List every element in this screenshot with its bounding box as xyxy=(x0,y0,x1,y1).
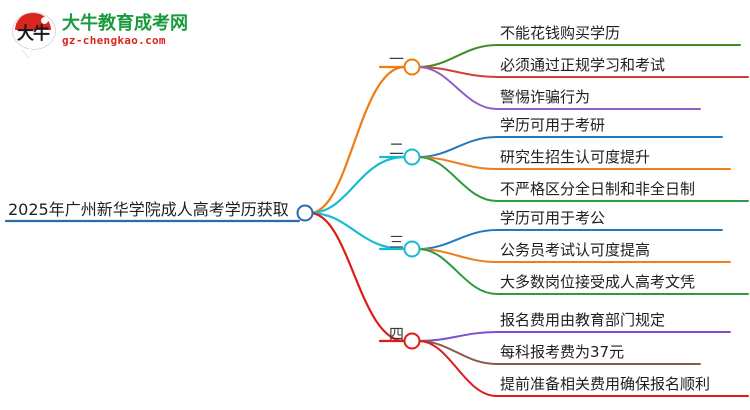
branch-curve xyxy=(417,156,731,170)
branch-curve xyxy=(308,211,406,251)
leaf-label-4-3: 提前准备相关费用确保报名顺利 xyxy=(500,375,711,393)
leaf-label-1-2: 必须通过正规学习和考试 xyxy=(500,56,666,74)
leaf-label-2-2: 研究生招生认可度提升 xyxy=(500,148,651,166)
leaf-label-4-1: 报名费用由教育部门规定 xyxy=(500,311,666,329)
red-arc-shape xyxy=(15,13,51,30)
logo-title: 大牛教育成考网 xyxy=(62,13,188,34)
leaf-label-2-1: 学历可用于考研 xyxy=(500,116,606,134)
branch-curve xyxy=(417,66,749,78)
leaf-label-2-3: 不严格区分全日制和非全日制 xyxy=(500,180,696,198)
leaf-label-1-3: 警惕诈骗行为 xyxy=(500,88,591,106)
logo-bubble-icon: 大牛 xyxy=(12,10,56,58)
branch-curve xyxy=(417,248,731,263)
branch-node-1[interactable] xyxy=(403,58,421,76)
root-node[interactable] xyxy=(296,204,314,222)
leaf-label-4-2: 每科报考费为37元 xyxy=(500,343,625,361)
leaf-label-3-1: 学历可用于考公 xyxy=(500,209,606,227)
branch-node-2[interactable] xyxy=(403,148,421,166)
branch-node-3[interactable] xyxy=(403,240,421,258)
branch-curve xyxy=(417,44,741,68)
branch-curve xyxy=(417,229,723,250)
group-label-4: 四 xyxy=(389,325,405,343)
leaf-label-1-1: 不能花钱购买学历 xyxy=(500,24,621,42)
branch-curve xyxy=(417,340,701,365)
branch-node-4[interactable] xyxy=(403,332,421,350)
branch-curve xyxy=(417,248,749,295)
leaf-label-3-3: 大多数岗位接受成人高考文凭 xyxy=(500,273,696,291)
branch-curve xyxy=(308,65,406,215)
branch-curve xyxy=(417,66,701,110)
root-title: 2025年广州新华学院成人高考学历获取 xyxy=(8,200,289,219)
branch-curve xyxy=(308,211,406,343)
site-logo: 大牛 大牛教育成考网 gz-chengkao.com xyxy=(12,8,192,58)
branch-curve xyxy=(417,136,723,158)
group-label-1: 一 xyxy=(389,50,405,68)
branch-curve xyxy=(417,340,749,397)
logo-text-block: 大牛教育成考网 gz-chengkao.com xyxy=(62,14,188,48)
group-label-2: 二 xyxy=(389,140,405,158)
branch-curve xyxy=(417,331,731,342)
leaf-label-3-2: 公务员考试认可度提高 xyxy=(500,241,651,259)
branch-curve xyxy=(417,156,749,202)
speech-bubble-tail xyxy=(22,49,32,58)
arc-dot xyxy=(41,17,48,24)
branch-curve xyxy=(308,155,406,215)
logo-domain: gz-chengkao.com xyxy=(62,34,166,47)
logo-mark-char: 大牛 xyxy=(17,24,50,44)
group-label-3: 三 xyxy=(389,233,405,251)
